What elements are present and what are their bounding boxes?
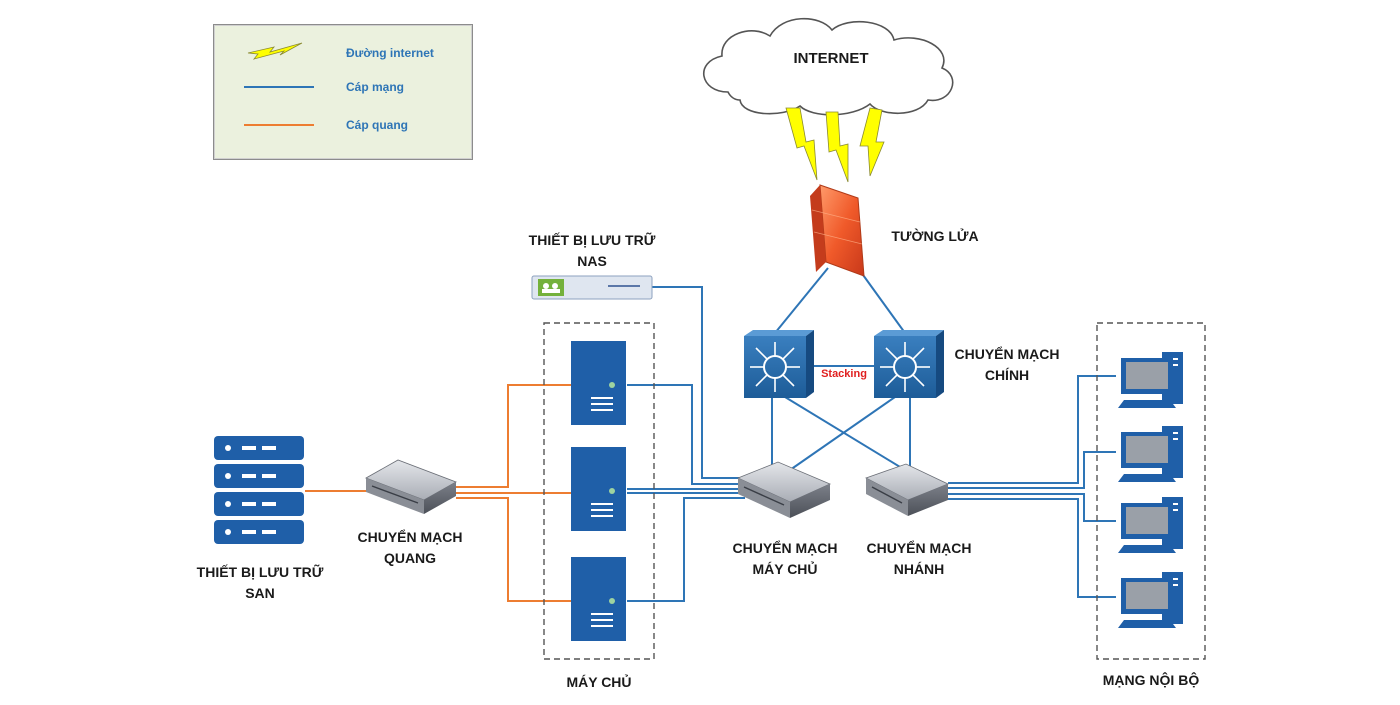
cable-server1-serverSw (627, 384, 745, 485)
branch-switch-label-line2: NHÁNH (893, 561, 945, 577)
lightning-bolt-2 (825, 111, 849, 183)
fiber-switch-label: CHUYỂN MẠCH QUANG (347, 527, 473, 569)
lightning-bolt-3 (859, 107, 885, 177)
nas-label-line2: NAS (577, 253, 607, 269)
fiber-switch-label-line1: CHUYỂN MẠCH (357, 529, 463, 545)
san-label: THIẾT BỊ LƯU TRỮ SAN (190, 562, 330, 604)
pc-1-icon (1118, 352, 1183, 408)
legend-lightning-icon (247, 42, 303, 60)
server-switch-label: CHUYỂN MẠCH MÁY CHỦ (722, 538, 848, 580)
cable-firewall-core-right (857, 267, 906, 334)
lan-group-box (1096, 322, 1206, 660)
firewall-icon (810, 184, 865, 277)
server-switch-icon (736, 461, 831, 518)
fiber-cables (305, 384, 572, 602)
nas-storage-icon (531, 275, 653, 300)
server-3-icon (571, 557, 626, 641)
cable-branch-pc3 (948, 493, 1116, 522)
firewall-label: TƯỜNG LỬA (891, 228, 979, 244)
legend-cable-label: Cáp mạng (346, 80, 405, 94)
core-switch-label-line2: CHÍNH (984, 367, 1030, 383)
fiber-fiberSw-server1 (456, 384, 572, 488)
core-switch-label: CHUYỂN MẠCH CHÍNH (944, 344, 1070, 386)
server-1-icon (571, 341, 626, 425)
cable-firewall-core-left (774, 267, 829, 334)
nas-label-line1: THIẾT BỊ LƯU TRỮ (528, 232, 656, 248)
core-switch-left-icon (744, 330, 814, 398)
cable-coreR-serverSw (789, 396, 896, 471)
server-2-icon (571, 447, 626, 531)
legend-fiber-label: Cáp quang (346, 118, 408, 132)
fiber-switch-label-line2: QUANG (383, 550, 437, 566)
server-switch-label-line1: CHUYỂN MẠCH (732, 540, 838, 556)
pc-2-icon (1118, 426, 1183, 482)
san-label-line1: THIẾT BỊ LƯU TRỮ (196, 564, 324, 580)
branch-switch-label-line1: CHUYỂN MẠCH (866, 540, 972, 556)
pc-4-icon (1118, 572, 1183, 628)
servers-group-box (543, 322, 655, 660)
fiber-switch-icon (365, 459, 457, 514)
cable-branch-pc2 (948, 451, 1116, 489)
legend-symbols (244, 42, 314, 126)
pc-3-icon (1118, 497, 1183, 553)
cable-nas-serverSw (652, 286, 745, 479)
core-switch-right-icon (874, 330, 944, 398)
internet-label: INTERNET (793, 50, 869, 67)
nas-label: THIẾT BỊ LƯU TRỮ NAS (522, 230, 662, 272)
internet-lightning (785, 107, 885, 183)
lightning-bolt-1 (785, 107, 818, 181)
cable-coreL-branchSw (784, 396, 906, 471)
fiber-fiberSw-server3 (456, 497, 572, 602)
legend-internet-label: Đường internet (346, 46, 434, 60)
core-switch-label-line1: CHUYỂN MẠCH (954, 346, 1060, 362)
san-label-line2: SAN (245, 585, 275, 601)
branch-switch-icon (864, 463, 949, 516)
cable-branch-pc1 (948, 375, 1116, 484)
stacking-label: Stacking (821, 368, 867, 380)
san-storage-icon (214, 436, 304, 544)
servers-group-label: MÁY CHỦ (566, 674, 632, 690)
cable-server3-serverSw (627, 497, 745, 602)
branch-switch-label: CHUYỂN MẠCH NHÁNH (856, 538, 982, 580)
legend: Đường internet Cáp mạng Cáp quang (213, 24, 473, 160)
server-switch-label-line2: MÁY CHỦ (752, 561, 818, 577)
lan-group-label: MẠNG NỘI BỘ (1102, 672, 1200, 688)
